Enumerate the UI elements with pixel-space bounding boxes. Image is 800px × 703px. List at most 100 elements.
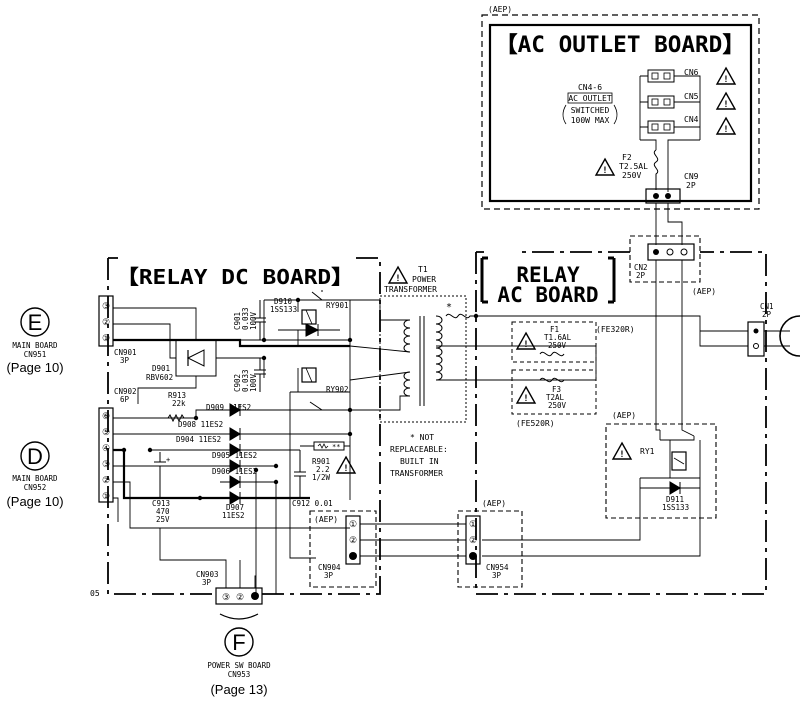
f1-label: F1 (550, 325, 559, 334)
warning-icon (716, 67, 736, 86)
connector-e-cn: CN951 (24, 350, 47, 359)
warning-icon (516, 386, 536, 405)
connector-f-board: POWER SW BOARD (207, 661, 271, 670)
warning-icon (612, 442, 632, 461)
relay-dc-board: 【RELAY DC BOARD】 05 ③ ② ① CN901 3P ⑥ ⑤ ④… (90, 257, 381, 605)
transformer-note-4: TRANSFORMER (390, 469, 443, 478)
cn1-label: CN1 (760, 302, 774, 311)
connector-f-callout: F POWER SW BOARD CN953 (Page 13) (207, 613, 271, 697)
ry902-label: RY902 (326, 385, 349, 394)
t1-label: T1 (418, 265, 428, 274)
cn2-connector (647, 243, 695, 261)
connector-f-cn: CN953 (228, 670, 251, 679)
connector-f-letter: F (232, 630, 245, 655)
cn9-label: CN9 (684, 172, 699, 181)
d907-part: 11ES2 (222, 511, 245, 520)
d901-part: RBV602 (146, 373, 173, 382)
cn904-label: CN904 (318, 563, 341, 572)
d901-label: D901 (152, 364, 170, 373)
c913-voltage: 25V (156, 515, 170, 524)
c901-label: C901 (233, 312, 242, 330)
cn903-pin-3: ③ (222, 593, 230, 603)
ry901-label: RY901 (326, 301, 349, 310)
relay-dc-board-title: 【RELAY DC BOARD】 (116, 265, 354, 289)
ry1-aep-frame (605, 423, 717, 519)
cn903-connector (215, 587, 263, 605)
r901-value: 2.2 (316, 465, 330, 474)
relay-ac-board: RELAY AC BOARD CN2 2P (AEP) CN1 2P (FE32… (457, 235, 800, 595)
connector-d-board: MAIN BOARD (12, 474, 58, 483)
cn904-aep-frame (309, 510, 377, 588)
d905-label: D905 11ES2 (212, 451, 257, 460)
f1-rating: T1.6AL (544, 333, 572, 342)
d911-label: D911 (666, 495, 684, 504)
f1-voltage: 250V (548, 341, 567, 350)
cn1-pins: 2P (762, 310, 772, 319)
max-power-label: 100W MAX (571, 116, 610, 125)
warning-icon (516, 332, 536, 351)
connector-f-page: (Page 13) (210, 682, 267, 697)
corner-label: 05 (90, 589, 100, 598)
c902-voltage: 100V (249, 373, 258, 392)
d908-label: D908 11ES2 (178, 420, 223, 429)
connector-e-board: MAIN BOARD (12, 341, 58, 350)
connector-e-badge (20, 307, 50, 337)
r901-label: R901 (312, 457, 330, 466)
c913-value: 470 (156, 507, 170, 516)
f2-label: F2 (622, 153, 632, 162)
cn902-pin-2: ② (102, 476, 110, 486)
d911-part: 1SS133 (662, 503, 689, 512)
d907-label: D907 (226, 503, 244, 512)
cn901-pins: 3P (120, 356, 130, 365)
cn954-label: CN954 (486, 563, 509, 572)
d910-label: D910 (274, 297, 293, 306)
connector-d-page: (Page 10) (6, 494, 63, 509)
cn4-6-label: CN4-6 (578, 83, 602, 92)
cn5-label: CN5 (684, 92, 699, 101)
cn9-connector (645, 188, 681, 204)
c913-label: C913 (152, 499, 170, 508)
d906-label: D906 11ES2 (212, 467, 257, 476)
c912-label: C912 0.01 (292, 499, 333, 508)
relay-ac-title-line2: AC BOARD (497, 283, 598, 307)
cn954-aep-frame (457, 510, 523, 588)
outlet-cn6: CN6 (647, 67, 736, 86)
ry1-label: RY1 (640, 447, 655, 456)
power-transformer-t1: T1 POWER TRANSFORMER * * NOT REPLACEABLE… (349, 265, 476, 478)
cn954-pin-2: ② (469, 536, 477, 546)
r901-star: ** (332, 443, 340, 451)
connector-e-page: (Page 10) (6, 360, 63, 375)
r913-label: R913 (168, 391, 186, 400)
switched-label: SWITCHED (571, 106, 610, 115)
c902-value: 0.033 (241, 369, 250, 392)
warning-icon (336, 456, 356, 475)
relay-ac-title-line1: RELAY (516, 263, 580, 287)
bridge-rectifier-d901: D901 RBV602 (146, 339, 217, 382)
fe320r-label: (FE320R) (596, 325, 635, 334)
d909-label: D909 11ES2 (206, 403, 251, 412)
connector-d-callout: D MAIN BOARD CN952 (Page 10) (6, 441, 64, 509)
f3-voltage: 250V (548, 401, 567, 410)
r913-value: 22k (172, 399, 186, 408)
f2-voltage: 250V (622, 171, 641, 180)
ac-plug-icon (779, 315, 800, 357)
cn902-pin-5: ⑤ (102, 428, 110, 438)
cn903-label: CN903 (196, 570, 219, 579)
cn903-pin-2: ② (236, 593, 244, 603)
t1-asterisk: * (446, 302, 452, 313)
ac-outlet-board-title: 【AC OUTLET BOARD】 (495, 33, 745, 58)
cn903-pins: 3P (202, 578, 212, 587)
warning-icon (595, 158, 615, 177)
t1-line2: TRANSFORMER (384, 285, 437, 294)
cn954-aep-label: (AEP) (482, 499, 506, 508)
transformer-frame (379, 295, 467, 423)
cn1-connector (747, 321, 765, 357)
diode-row (113, 297, 353, 505)
cn904-pin-1: ① (349, 520, 357, 530)
transformer-note-2: REPLACEABLE: (390, 445, 448, 454)
warning-icon (716, 117, 736, 136)
cn902-pin-1: ① (102, 492, 110, 502)
cn954-pins: 3P (492, 571, 502, 580)
r901-wattage: 1/2W (312, 473, 331, 482)
